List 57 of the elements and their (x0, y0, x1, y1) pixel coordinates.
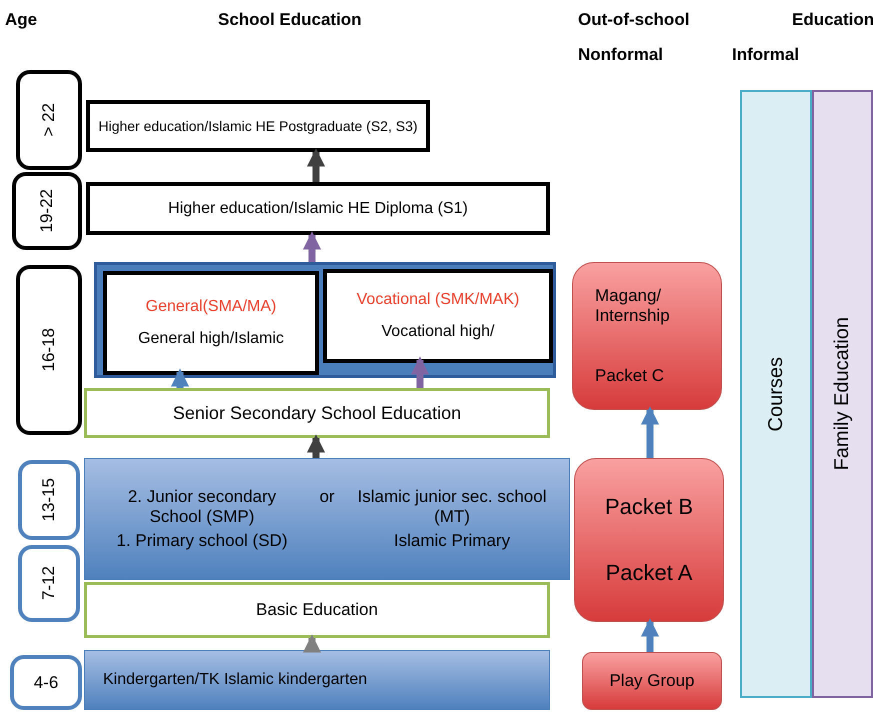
column-heading: Out-of-school (578, 10, 690, 30)
level-box (84, 582, 550, 638)
level-box (84, 388, 550, 438)
node-label: Islamic Primary (392, 531, 512, 551)
age-label: 7-12 (39, 566, 59, 601)
age-box (18, 460, 80, 540)
node-label: Senior Secondary School Education (172, 402, 462, 424)
column-heading: Education (792, 10, 873, 30)
level-box (84, 650, 550, 710)
node-label: 1. Primary school (SD) (116, 531, 288, 551)
node-label: Islamic junior sec. school (MT) (357, 487, 547, 527)
arrow (170, 368, 190, 388)
node-label: Magang/ Internship (595, 286, 671, 326)
node-label: Higher education/Islamic HE Postgraduate (S2, S3) (98, 118, 418, 134)
node-label: Packet C (595, 366, 664, 386)
node-label: General(SMA/MA) (146, 298, 276, 316)
column-heading: Nonformal (578, 45, 663, 65)
node-label: General high/Islamic (138, 330, 284, 348)
track-box (103, 271, 319, 375)
age-label: 16-18 (39, 328, 59, 372)
age-box (12, 172, 82, 250)
level-box (86, 100, 430, 152)
age-label: > 22 (39, 103, 59, 137)
arrow (640, 406, 660, 458)
column-heading: Informal (732, 45, 800, 65)
age-box (10, 655, 82, 710)
age-box (16, 70, 82, 170)
node-label: Family Education (831, 317, 854, 471)
level-box (86, 182, 550, 235)
column-heading: School Education (218, 10, 362, 30)
node-label: or (318, 487, 336, 507)
arrow (640, 618, 660, 652)
group-band (94, 262, 556, 378)
node-label: Higher education/Islamic HE Diploma (S1) (168, 200, 468, 218)
node-label: Vocational (SMK/MAK) (356, 291, 520, 309)
column-band (812, 90, 873, 698)
age-label: 13-15 (39, 478, 59, 522)
node-label: Basic Education (256, 600, 378, 620)
node-label: Courses (764, 356, 788, 432)
node-label: 2. Junior secondary School (SMP) (126, 487, 278, 527)
age-label: 4-6 (34, 672, 58, 692)
level-box (84, 458, 570, 580)
program-box (574, 458, 724, 622)
age-label: 19-22 (37, 189, 57, 233)
program-box (572, 262, 722, 410)
node-label: Vocational high/ (382, 323, 494, 341)
arrow (410, 356, 430, 388)
node-label: Kindergarten/TK Islamic kindergarten (103, 671, 368, 689)
program-box (582, 652, 722, 710)
node-label: Play Group (609, 671, 695, 691)
node-label: Packet B (604, 494, 694, 520)
age-box (18, 545, 80, 622)
track-box (323, 269, 553, 363)
column-heading: Age (5, 10, 38, 30)
age-box (16, 265, 82, 435)
column-band (740, 90, 812, 698)
node-label: Packet A (606, 560, 692, 586)
